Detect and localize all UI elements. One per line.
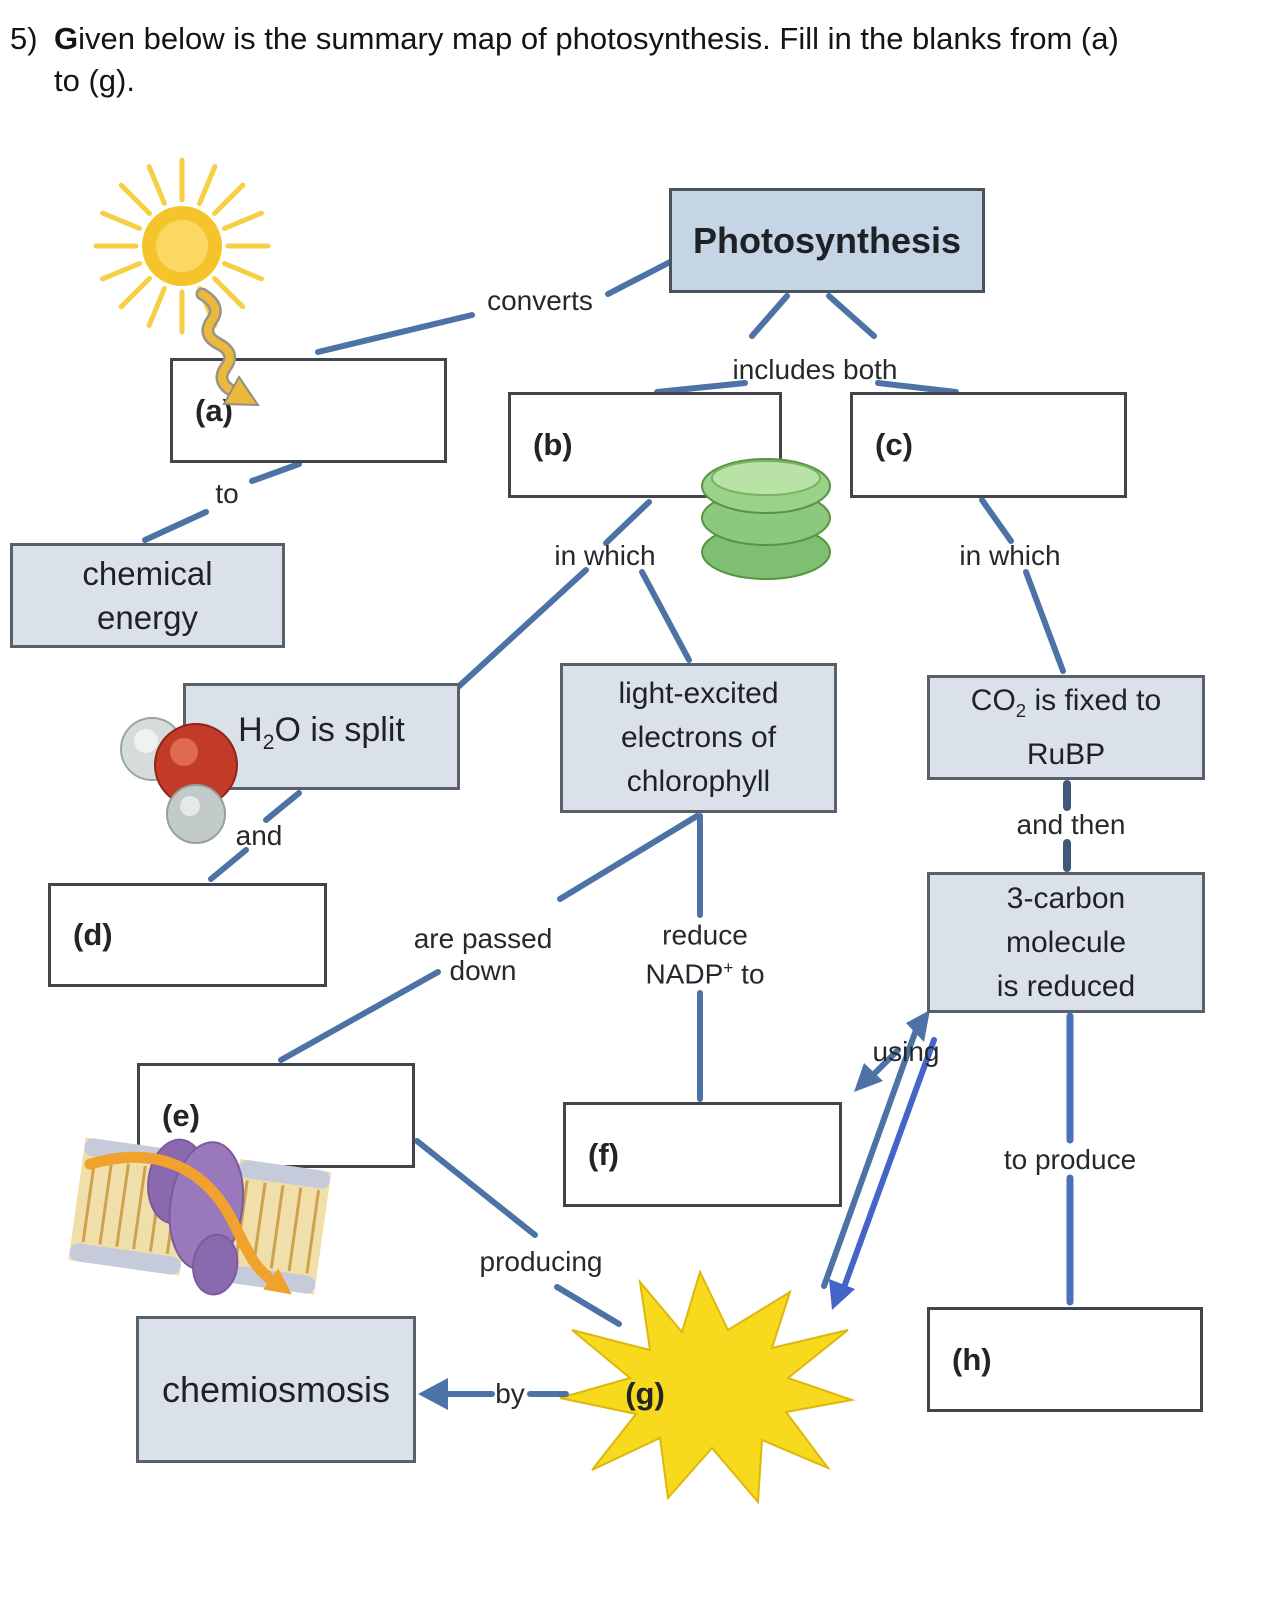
label-are-passed-down: are passed down bbox=[413, 923, 553, 986]
blank-box-f: (f) bbox=[563, 1102, 842, 1207]
question-number: 5) bbox=[10, 21, 38, 56]
label-includes-both: includes both bbox=[732, 354, 898, 385]
arrowhead-to-3carbon-box bbox=[906, 1010, 930, 1042]
arrowhead-to-chemiosmosis bbox=[418, 1378, 448, 1410]
label-using: using bbox=[872, 1036, 940, 1067]
label-to: to bbox=[215, 478, 239, 509]
label-in-which-left: in which bbox=[554, 540, 656, 571]
blank-box-a: (a) bbox=[170, 358, 447, 463]
blank-box-e: (e) bbox=[137, 1063, 415, 1168]
label-to-produce: to produce bbox=[1003, 1144, 1137, 1175]
label-producing: producing bbox=[479, 1246, 603, 1277]
co2-fixed-box: CO2 is fixed to RuBP bbox=[927, 675, 1205, 780]
chemical-energy-box: chemical energy bbox=[10, 543, 285, 648]
arrowhead-to-starburst bbox=[829, 1279, 855, 1310]
arrowhead-to-f-box bbox=[854, 1063, 883, 1092]
question-line1: 5)Given below is the summary map of phot… bbox=[10, 18, 1119, 60]
question-line2: to (g). bbox=[54, 63, 135, 98]
label-and: and bbox=[235, 820, 283, 851]
label-and-then: and then bbox=[1016, 809, 1126, 840]
label-in-which-right: in which bbox=[959, 540, 1061, 571]
blank-box-h: (h) bbox=[927, 1307, 1203, 1412]
question-text: 5)Given below is the summary map of phot… bbox=[10, 18, 1119, 102]
chemiosmosis-box: chemiosmosis bbox=[136, 1316, 416, 1463]
blank-box-d: (d) bbox=[48, 883, 327, 987]
label-g: (g) bbox=[625, 1376, 665, 1411]
three-carbon-box: 3-carbon molecule is reduced bbox=[927, 872, 1205, 1013]
light-excited-electrons-box: light-excited electrons of chlorophyll bbox=[560, 663, 837, 813]
h2o-split-box: H2O is split bbox=[183, 683, 460, 790]
starburst-icon bbox=[559, 1269, 856, 1505]
label-reduce-nadp: reduce NADP+ to bbox=[645, 919, 765, 990]
blank-box-b: (b) bbox=[508, 392, 782, 498]
photosynthesis-box: Photosynthesis bbox=[669, 188, 985, 293]
label-converts: converts bbox=[487, 285, 593, 316]
label-by: by bbox=[495, 1378, 525, 1409]
blank-box-c: (c) bbox=[850, 392, 1127, 498]
